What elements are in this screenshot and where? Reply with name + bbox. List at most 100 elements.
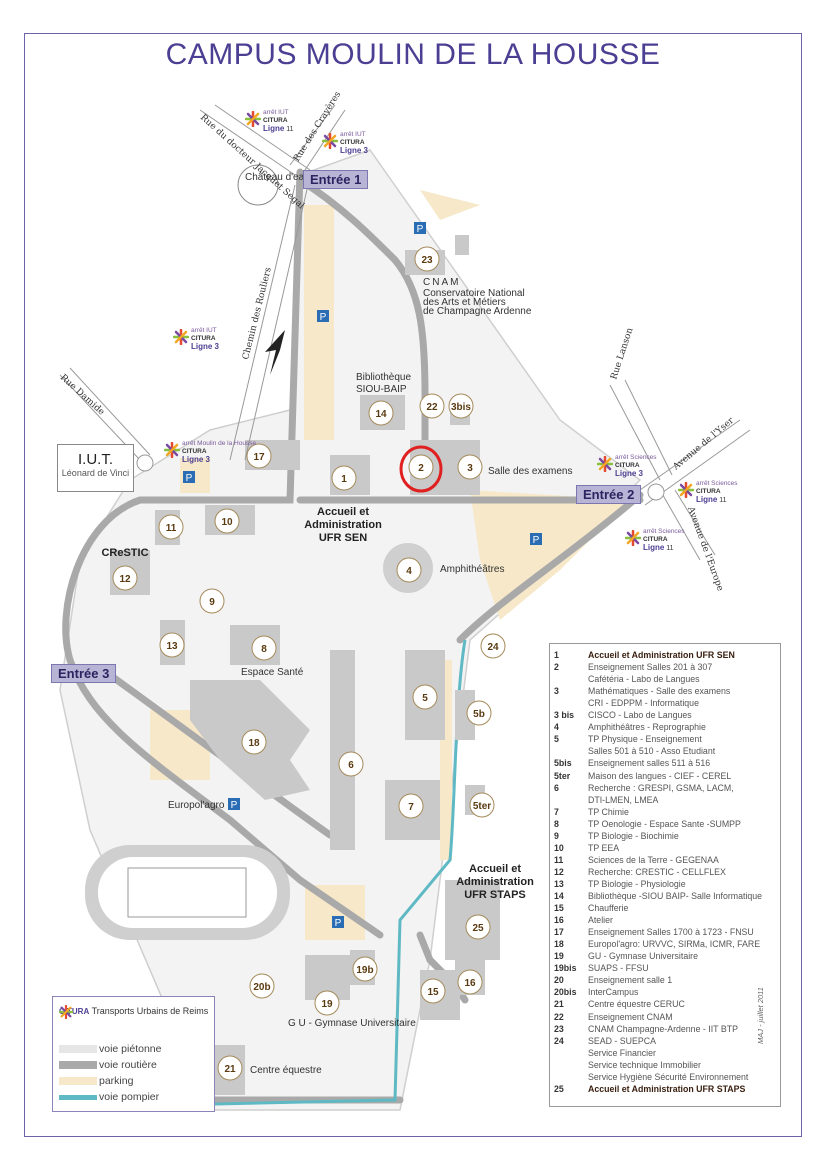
marker-15: 15 [420,978,446,1004]
building-number: 21 [554,999,564,1010]
svg-text:1: 1 [341,474,347,485]
marker-4: 4 [396,557,422,583]
highlight-circle [399,445,443,493]
marker-5: 5 [412,684,438,710]
building-description: Cafétéria - Labo de Langues [588,674,700,685]
chateau-deau-circle [237,164,279,206]
building-number: 3 [554,686,559,697]
building-number: 20 [554,975,564,986]
cnam-sub-label: de Champagne Ardenne [423,306,532,317]
svg-text:23: 23 [421,255,433,266]
svg-text:5b: 5b [473,709,485,720]
building-number: 6 [554,782,559,793]
svg-text:P: P [533,535,540,546]
building-list-item: Salles 501 à 510 - Asso Etudiant [554,746,715,756]
marker-18: 18 [241,729,267,755]
accueil-staps-label: UFR STAPS [464,889,526,901]
building-number: 25 [554,1083,564,1094]
building-description: DTI-LMEN, LMEA [588,794,659,805]
svg-text:12: 12 [119,574,131,585]
marker-22: 22 [419,393,445,419]
building-description: CISCO - Labo de Langues [588,710,692,721]
svg-text:20b: 20b [253,982,270,993]
citura-star-icon [59,1005,73,1019]
accueil-sen-label: UFR SEN [319,532,367,544]
iut-name: I.U.T. [77,451,113,468]
espace-sante-label: Espace Santé [241,667,304,678]
building-description: SEAD - SUEPCA [588,1035,656,1046]
gu-label: G U - Gymnase Universitaire [288,1018,416,1029]
svg-text:6: 6 [348,760,354,771]
citura-star-icon [322,133,338,149]
building-list-item: 5 TP Physique - Enseignement [554,734,702,744]
building-description: InterCampus [588,987,639,998]
svg-text:18: 18 [248,738,260,749]
cnam-sub-label: des Arts et Métiers [423,297,506,308]
legend-item-pieton: voie piétonne [59,1043,161,1055]
bibliotheque-label: SIOU-BAIP [356,384,407,395]
svg-text:15: 15 [427,987,439,998]
svg-text:7: 7 [408,802,414,813]
svg-text:11: 11 [166,523,177,534]
amphitheatres-label: Amphithéâtres [440,564,504,575]
building-number: 2 [554,662,559,673]
accueil-sen-label: Administration [304,519,382,531]
building-number: 5 [554,734,559,745]
street-label: Rue des Crayères [291,89,343,163]
marker-19b: 19b [352,956,378,982]
building-number: 13 [554,878,564,889]
accueil-staps-label: Administration [456,876,534,888]
voie-pompier [214,639,467,1106]
building-description: Bibliothèque -SIOU BAIP- Salle Informati… [588,891,763,901]
map-legend: CITURA Transports Urbains de Reims voie … [52,996,215,1112]
building-number: 16 [554,915,564,926]
building-list-item: Service technique Immobilier [554,1060,701,1070]
north-arrow-icon [265,330,285,375]
accueil-sen-label: Accueil et [317,506,369,518]
building-number: 22 [554,1011,564,1022]
building-description: Amphithéâtres - Reprographie [588,722,706,733]
building-description: Maison des langues - CIEF - CEREL [588,770,732,781]
marker-5ter: 5ter [469,792,495,818]
building-description: Sciences de la Terre - GEGENAA [588,854,719,865]
svg-text:2: 2 [418,463,424,474]
accueil-staps-label: Accueil et [469,863,521,875]
iut-box: I.U.T. Léonard de Vinci [57,444,134,492]
legend-item-pompier: voie pompier [59,1091,159,1103]
building-description: TP Physique - Enseignement [588,734,702,745]
building-number: 10 [554,842,564,853]
svg-text:14: 14 [375,409,387,420]
citura-star-icon [245,111,261,127]
marker-10: 10 [214,508,240,534]
building-description: Chaufferie [588,903,629,914]
legend-item-routiere: voie routière [59,1059,157,1071]
building-number: 23 [554,1023,564,1034]
building-description: Enseignement Salles 1700 à 1723 - FNSU [588,927,754,938]
building-number: 12 [554,866,564,877]
svg-text:19b: 19b [356,965,373,976]
svg-text:P: P [335,918,342,929]
building-list-item: DTI-LMEN, LMEA [554,795,658,805]
parking-areas [150,190,630,940]
building-description: Service technique Immobilier [588,1059,701,1070]
building-number: 1 [554,650,559,660]
citura-star-icon [678,482,694,498]
building-number: 11 [554,854,564,865]
entrance-3-label: Entrée 3 [51,664,117,683]
svg-text:P: P [320,312,327,323]
legend-brand: CITURA Transports Urbains de Reims [59,1005,208,1019]
